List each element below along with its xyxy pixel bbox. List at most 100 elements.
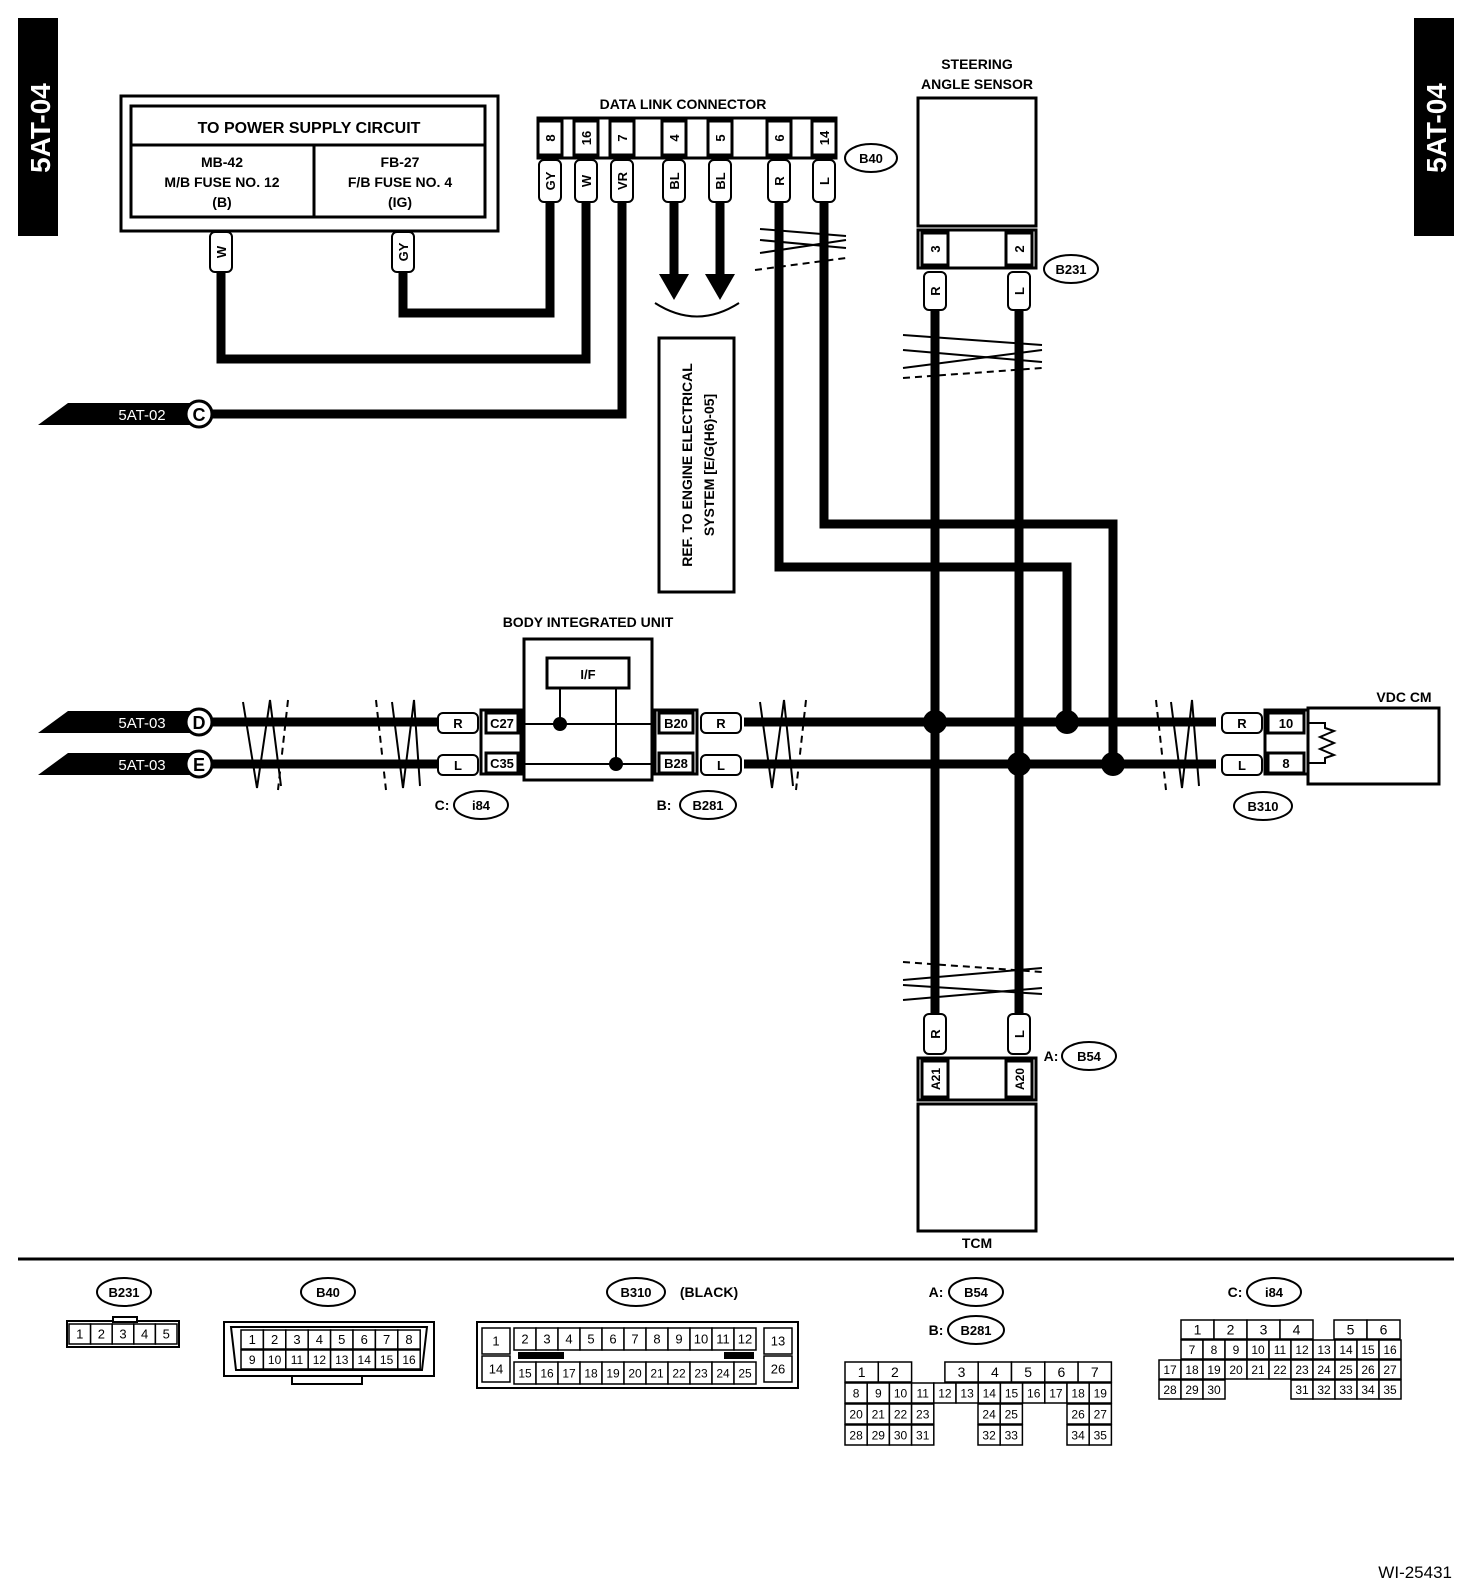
bl-arrow-5 — [705, 274, 735, 300]
wire-r-dlc-6 — [774, 196, 1072, 722]
offpage-connector-c: 5AT-02 C — [38, 399, 214, 429]
body-integrated-unit-title: BODY INTEGRATED UNIT — [503, 614, 674, 630]
cv-i84-pin: 1 — [1194, 1322, 1202, 1338]
cv-i84-pin: 4 — [1293, 1322, 1301, 1338]
cv-i84-pin: 31 — [1295, 1383, 1309, 1397]
cv-i84-cell — [1279, 1319, 1314, 1340]
cv-b54-pin: 30 — [894, 1428, 908, 1442]
cv-b54-id: B54 — [964, 1285, 989, 1300]
power-wire-labels: W GY — [209, 231, 415, 273]
junction-dots — [923, 710, 1125, 776]
dlc-wire-color: L — [817, 177, 832, 185]
dlc-wire-color: GY — [543, 171, 558, 190]
figure-id: WI-25431 — [1378, 1563, 1452, 1582]
cv-b54-pin: 13 — [960, 1386, 974, 1400]
cv-b231-pin: 2 — [98, 1327, 105, 1342]
twisted-pair-marks — [242, 228, 1200, 1001]
cv-b40-pin: 9 — [249, 1353, 256, 1367]
cv-b40-pin: 4 — [316, 1332, 323, 1347]
cv-i84-cell — [1378, 1359, 1402, 1380]
cv-b54-pin: 6 — [1058, 1364, 1066, 1380]
cv-b310-pin: 13 — [771, 1334, 785, 1349]
cv-i84-pin: 5 — [1347, 1322, 1355, 1338]
cv-b310-pin: 16 — [540, 1366, 554, 1380]
cv-b54-pin: 16 — [1027, 1386, 1041, 1400]
sensor-wire-r: R — [928, 286, 943, 296]
cv-b54-cell — [910, 1403, 935, 1425]
dlc-pin-number: 16 — [579, 131, 594, 145]
cv-b54-pin: 24 — [982, 1407, 996, 1421]
cv-b54-pin: 33 — [1005, 1428, 1019, 1442]
b54-connector-badge — [1061, 1041, 1117, 1071]
vdc-pin-10: 10 — [1279, 716, 1293, 731]
cv-b310-pin: 18 — [584, 1366, 598, 1380]
cv-i84-pin: 33 — [1339, 1383, 1353, 1397]
cv-b40-pin: 15 — [380, 1353, 394, 1367]
vdc-pin-8: 8 — [1282, 756, 1289, 771]
cv-i84-pin: 11 — [1274, 1343, 1287, 1357]
dlc-pin-number: 7 — [615, 134, 630, 141]
cv-b310-pin: 10 — [694, 1332, 708, 1347]
i84-connector-badge — [453, 790, 509, 820]
fb-fuse-line2: F/B FUSE NO. 4 — [348, 174, 452, 190]
cv-b310-pin: 15 — [518, 1366, 532, 1380]
vdc-wire-l: L — [1238, 758, 1246, 773]
dlc-wire-color-tag — [538, 159, 562, 203]
cv-i84-cell — [1366, 1319, 1401, 1340]
cv-b40-pin: 10 — [268, 1353, 282, 1367]
cv-b54-pin: 27 — [1094, 1407, 1108, 1421]
steering-angle-sensor: STEERING ANGLE SENSOR 3 2 R L B231 — [916, 56, 1099, 311]
engine-reference-line1: REF. TO ENGINE ELECTRICAL — [679, 363, 695, 567]
cv-b310-pin: 23 — [694, 1366, 708, 1380]
cv-b310-pin: 25 — [738, 1366, 752, 1380]
dlc-wire-color-tag — [574, 159, 598, 203]
cv-b54-pin: 28 — [849, 1428, 863, 1442]
vdc-wire-r: R — [1237, 716, 1247, 731]
tcm: R L A21 A20 TCM A: B54 — [916, 1013, 1117, 1251]
offpage-c-letter: C — [193, 405, 206, 425]
cv-i84-pin: 9 — [1233, 1343, 1240, 1357]
cv-i84-pin: 21 — [1251, 1363, 1265, 1377]
mb-fuse-line1: MB-42 — [201, 154, 243, 170]
cv-b54-cell — [999, 1403, 1024, 1425]
cv-i84-pin: 7 — [1189, 1343, 1196, 1357]
engine-reference-line2: SYSTEM [E/G(H6)-05] — [701, 394, 717, 536]
dlc-pin-cell — [572, 119, 600, 157]
bl-arrow-bracket — [654, 302, 740, 318]
cv-i84-pin: 6 — [1380, 1322, 1388, 1338]
cv-b310-pin: 11 — [716, 1332, 730, 1347]
cv-b54-pin: 7 — [1091, 1364, 1099, 1380]
cv-i84-pin: 25 — [1339, 1363, 1353, 1377]
cv-b54-pin: 12 — [938, 1386, 952, 1400]
dlc-pin-cell — [608, 119, 636, 157]
cv-b310-pin: 22 — [672, 1366, 686, 1380]
mb-fuse-line2: M/B FUSE NO. 12 — [164, 174, 279, 190]
cv-i84-pin: 23 — [1295, 1363, 1309, 1377]
cv-b40-pin: 14 — [358, 1353, 372, 1367]
cv-i84-pin: 27 — [1383, 1363, 1397, 1377]
wires — [210, 196, 1216, 1018]
cv-b54-pin: 15 — [1005, 1386, 1019, 1400]
cv-b231-pin: 5 — [163, 1327, 170, 1342]
cv-b310-pin: 20 — [628, 1366, 642, 1380]
cv-b40-pin: 1 — [249, 1332, 256, 1347]
biu-pin-c27: C27 — [490, 716, 514, 731]
cv-b310-pin: 1 — [492, 1334, 499, 1349]
tcm-wire-r: R — [928, 1029, 943, 1039]
i84-prefix: C: — [435, 797, 450, 813]
biu-left-wire-r: R — [453, 716, 463, 731]
cv-i84-pin: 15 — [1361, 1343, 1375, 1357]
cv-i84-pin: 19 — [1207, 1363, 1221, 1377]
tcm-title: TCM — [962, 1235, 992, 1251]
cv-b54-pin: 11 — [916, 1386, 929, 1400]
cv-b310-pin: 21 — [650, 1366, 664, 1380]
dlc-pin-cell — [660, 119, 688, 157]
b40-connector-id: B40 — [859, 151, 883, 166]
bl-ground-arrows — [654, 274, 740, 318]
mb-fuse-line3: (B) — [212, 194, 231, 210]
cv-b310-pin: 3 — [543, 1332, 550, 1347]
cv-b281-id: B281 — [960, 1323, 991, 1338]
